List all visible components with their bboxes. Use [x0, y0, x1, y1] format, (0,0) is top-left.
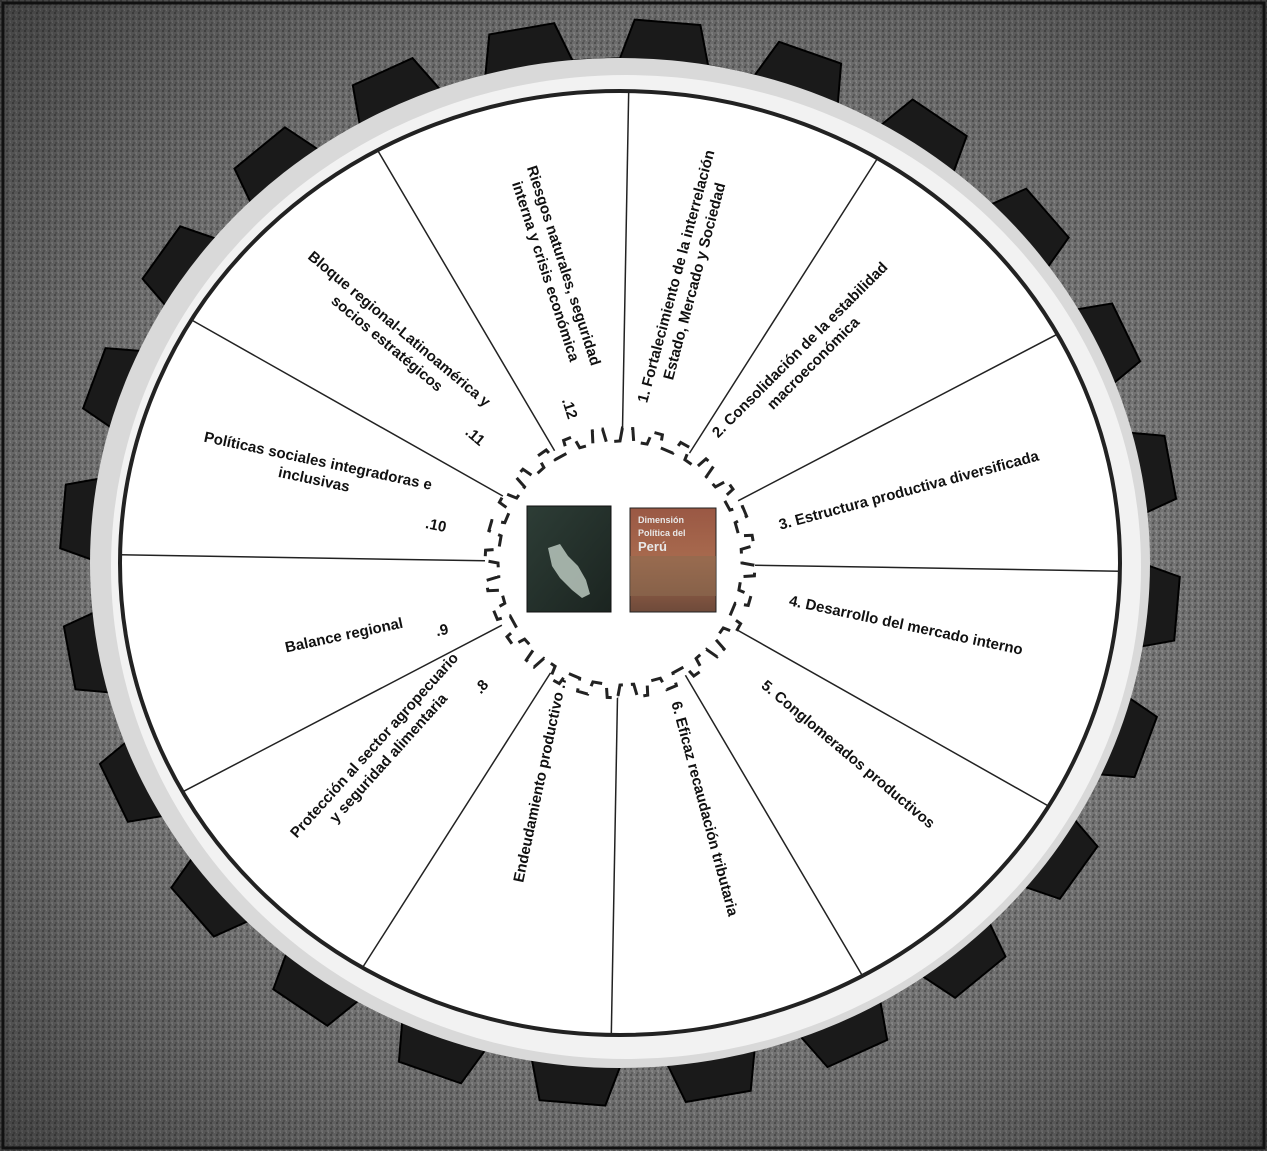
book-title-line-2: Política del [638, 528, 686, 538]
book-title-line-1: Dimensión [638, 515, 684, 525]
book-title-line-3: Perú [638, 539, 667, 554]
